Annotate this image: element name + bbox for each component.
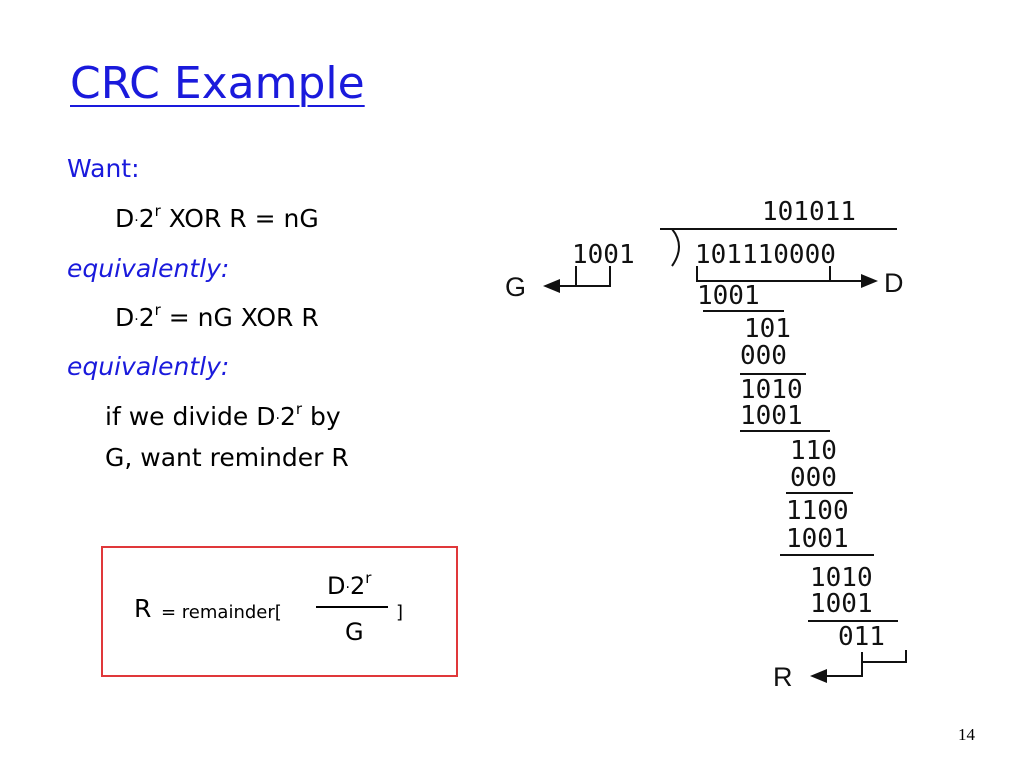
step-110: 110	[790, 436, 837, 466]
quotient: 101011	[762, 197, 856, 227]
step-1100: 1100	[786, 496, 849, 526]
eq2-two: 2	[138, 303, 155, 332]
equation-2: D·2r = nG XOR R	[115, 301, 319, 333]
step-101: 101	[744, 314, 791, 344]
label-r: R	[773, 662, 793, 692]
d-arrow-head	[861, 274, 878, 288]
num-d: D	[327, 572, 346, 600]
g-arrow-head	[543, 279, 560, 293]
eq1-rest: XOR R = nG	[160, 204, 319, 233]
step-1001-a: 1001	[697, 281, 760, 311]
want-label: Want:	[67, 154, 140, 183]
line3a-dot: ·	[275, 411, 280, 427]
label-g: G	[505, 272, 526, 302]
step-011: 011	[838, 622, 885, 652]
equation-1: D·2r XOR R = nG	[115, 202, 319, 234]
remainder-formula-box: R = remainder[ D·2r G ]	[101, 546, 458, 677]
divisor: 1001	[572, 240, 635, 270]
formula-close-bracket: ]	[396, 602, 404, 623]
step-1010-b: 1010	[810, 563, 873, 593]
step-000-a: 000	[740, 341, 787, 371]
eq1-two: 2	[138, 204, 155, 233]
eq2-d: D	[115, 303, 135, 332]
formula-denominator: G	[345, 618, 364, 646]
eq1-dot: ·	[134, 213, 139, 229]
page-number: 14	[958, 725, 975, 744]
slide-title: CRC Example	[70, 58, 365, 109]
fraction-bar	[316, 606, 388, 608]
num-exponent: r	[365, 569, 372, 587]
eq1-exponent: r	[154, 202, 161, 220]
formula-numerator: D·2r	[327, 569, 372, 601]
d-arrow-line	[696, 266, 872, 282]
divide-statement-line-2: G, want reminder R	[105, 443, 349, 472]
divide-statement-line-1: if we divide D·2r by	[105, 400, 341, 432]
label-d: D	[884, 268, 904, 298]
line3a-post: by	[302, 402, 341, 431]
eq1-d: D	[115, 204, 135, 233]
line3a-exponent: r	[295, 400, 303, 418]
step-1001-b: 1001	[740, 401, 803, 431]
num-two: 2	[349, 572, 366, 600]
division-bracket	[660, 228, 897, 267]
line3a-pre: if we divide D	[105, 402, 276, 431]
eq2-exponent: r	[154, 301, 161, 319]
formula-function: = remainder[	[161, 602, 282, 623]
step-000-b: 000	[790, 463, 837, 493]
r-arrow-line	[818, 650, 907, 677]
formula-lhs: R	[134, 594, 152, 623]
step-1010-a: 1010	[740, 375, 803, 405]
equivalently-label-1: equivalently:	[67, 254, 230, 283]
eq2-dot: ·	[134, 312, 139, 328]
step-1001-d: 1001	[810, 589, 873, 619]
equivalently-label-2: equivalently:	[67, 352, 230, 381]
dividend: 101110000	[695, 240, 836, 270]
eq2-rest: = nG XOR R	[160, 303, 319, 332]
line3a-two: 2	[279, 402, 296, 431]
step-1001-c: 1001	[786, 524, 849, 554]
r-arrow-head	[810, 669, 827, 683]
num-dot: ·	[345, 580, 350, 596]
